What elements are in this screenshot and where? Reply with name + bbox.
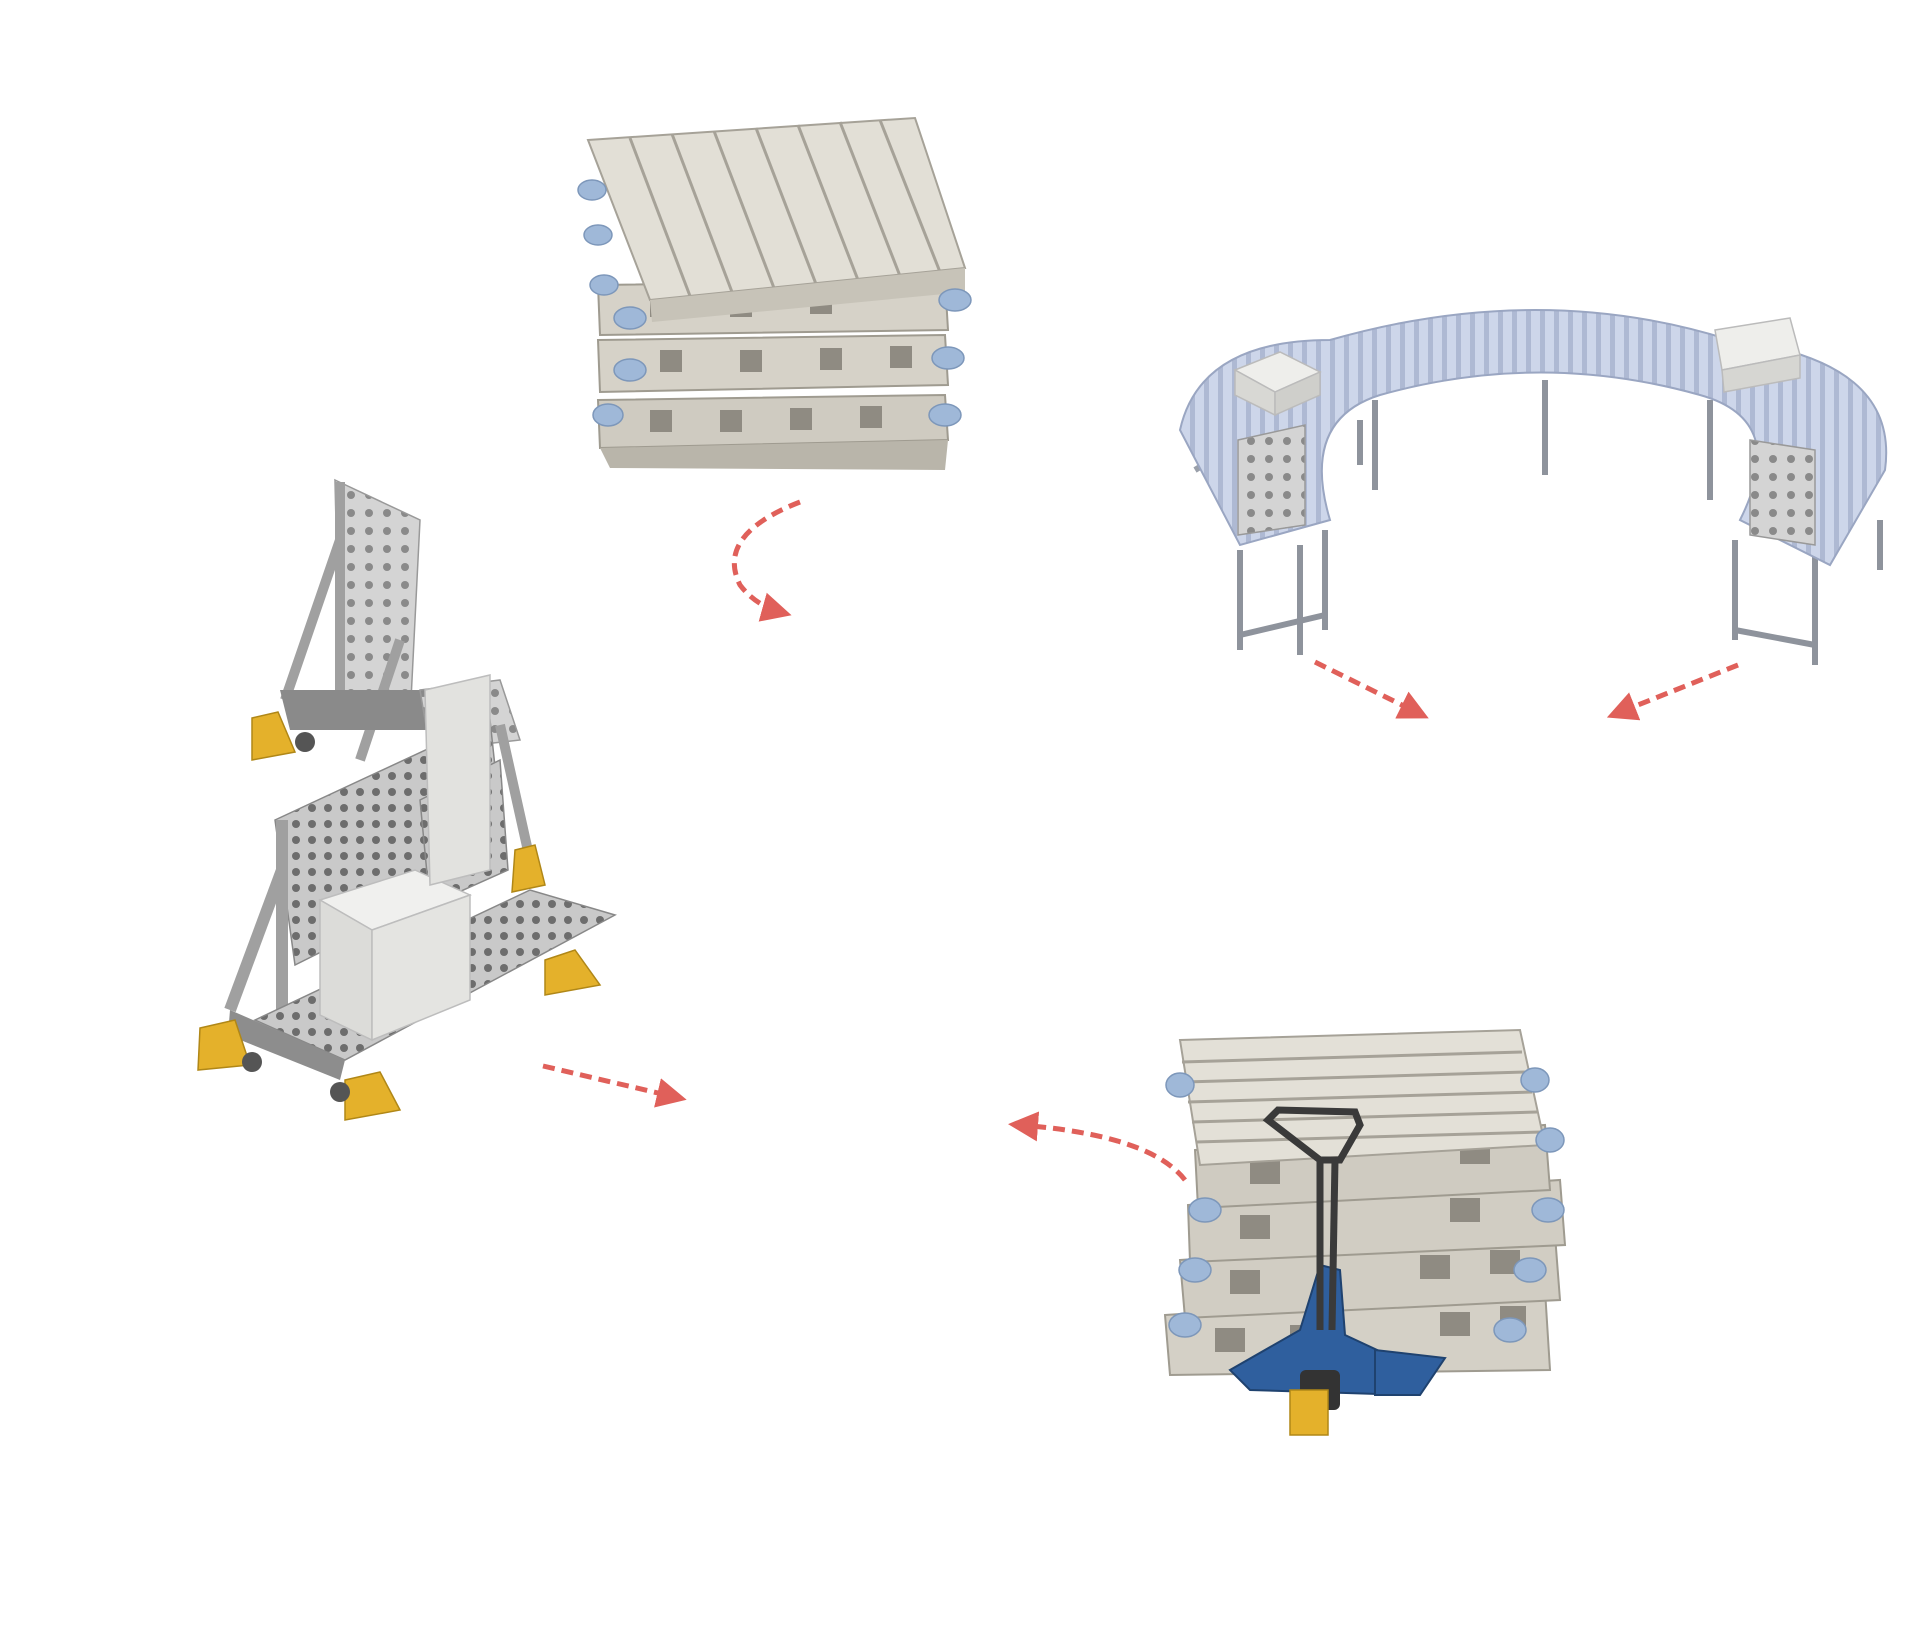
- jack-wheel-guard: [1289, 1389, 1329, 1436]
- pallet-stack-icon: [577, 116, 972, 470]
- conveyor-legs: [1237, 380, 1883, 665]
- arrow-from-conveyor-right: [1606, 662, 1739, 721]
- cycle-arrows: [542, 499, 1739, 1182]
- pallet-jack-stack: [1163, 1028, 1567, 1377]
- connector-icons-jack: [1165, 1067, 1565, 1343]
- arrow-from-pallets: [731, 499, 801, 622]
- conveyor-boxes: [1233, 317, 1801, 417]
- connector-icons: [577, 179, 972, 427]
- pallet-top-deck: [586, 116, 967, 302]
- arrow-from-pallet-jack: [1008, 1111, 1187, 1182]
- pallet-jack-handle: [1262, 1106, 1364, 1331]
- wheel-chock-icon: [251, 711, 297, 761]
- front-cart: [197, 674, 617, 1121]
- a-frame-cart-icon: [197, 478, 617, 1121]
- arrow-from-carts: [542, 1063, 687, 1108]
- roller-conveyor-icon: [1178, 309, 1888, 665]
- wheel-chock-icons: [197, 844, 602, 1121]
- roller-bed: [1178, 309, 1888, 567]
- pallet-jack-icon: [1163, 1028, 1567, 1436]
- arrow-from-conveyor-left: [1313, 659, 1429, 719]
